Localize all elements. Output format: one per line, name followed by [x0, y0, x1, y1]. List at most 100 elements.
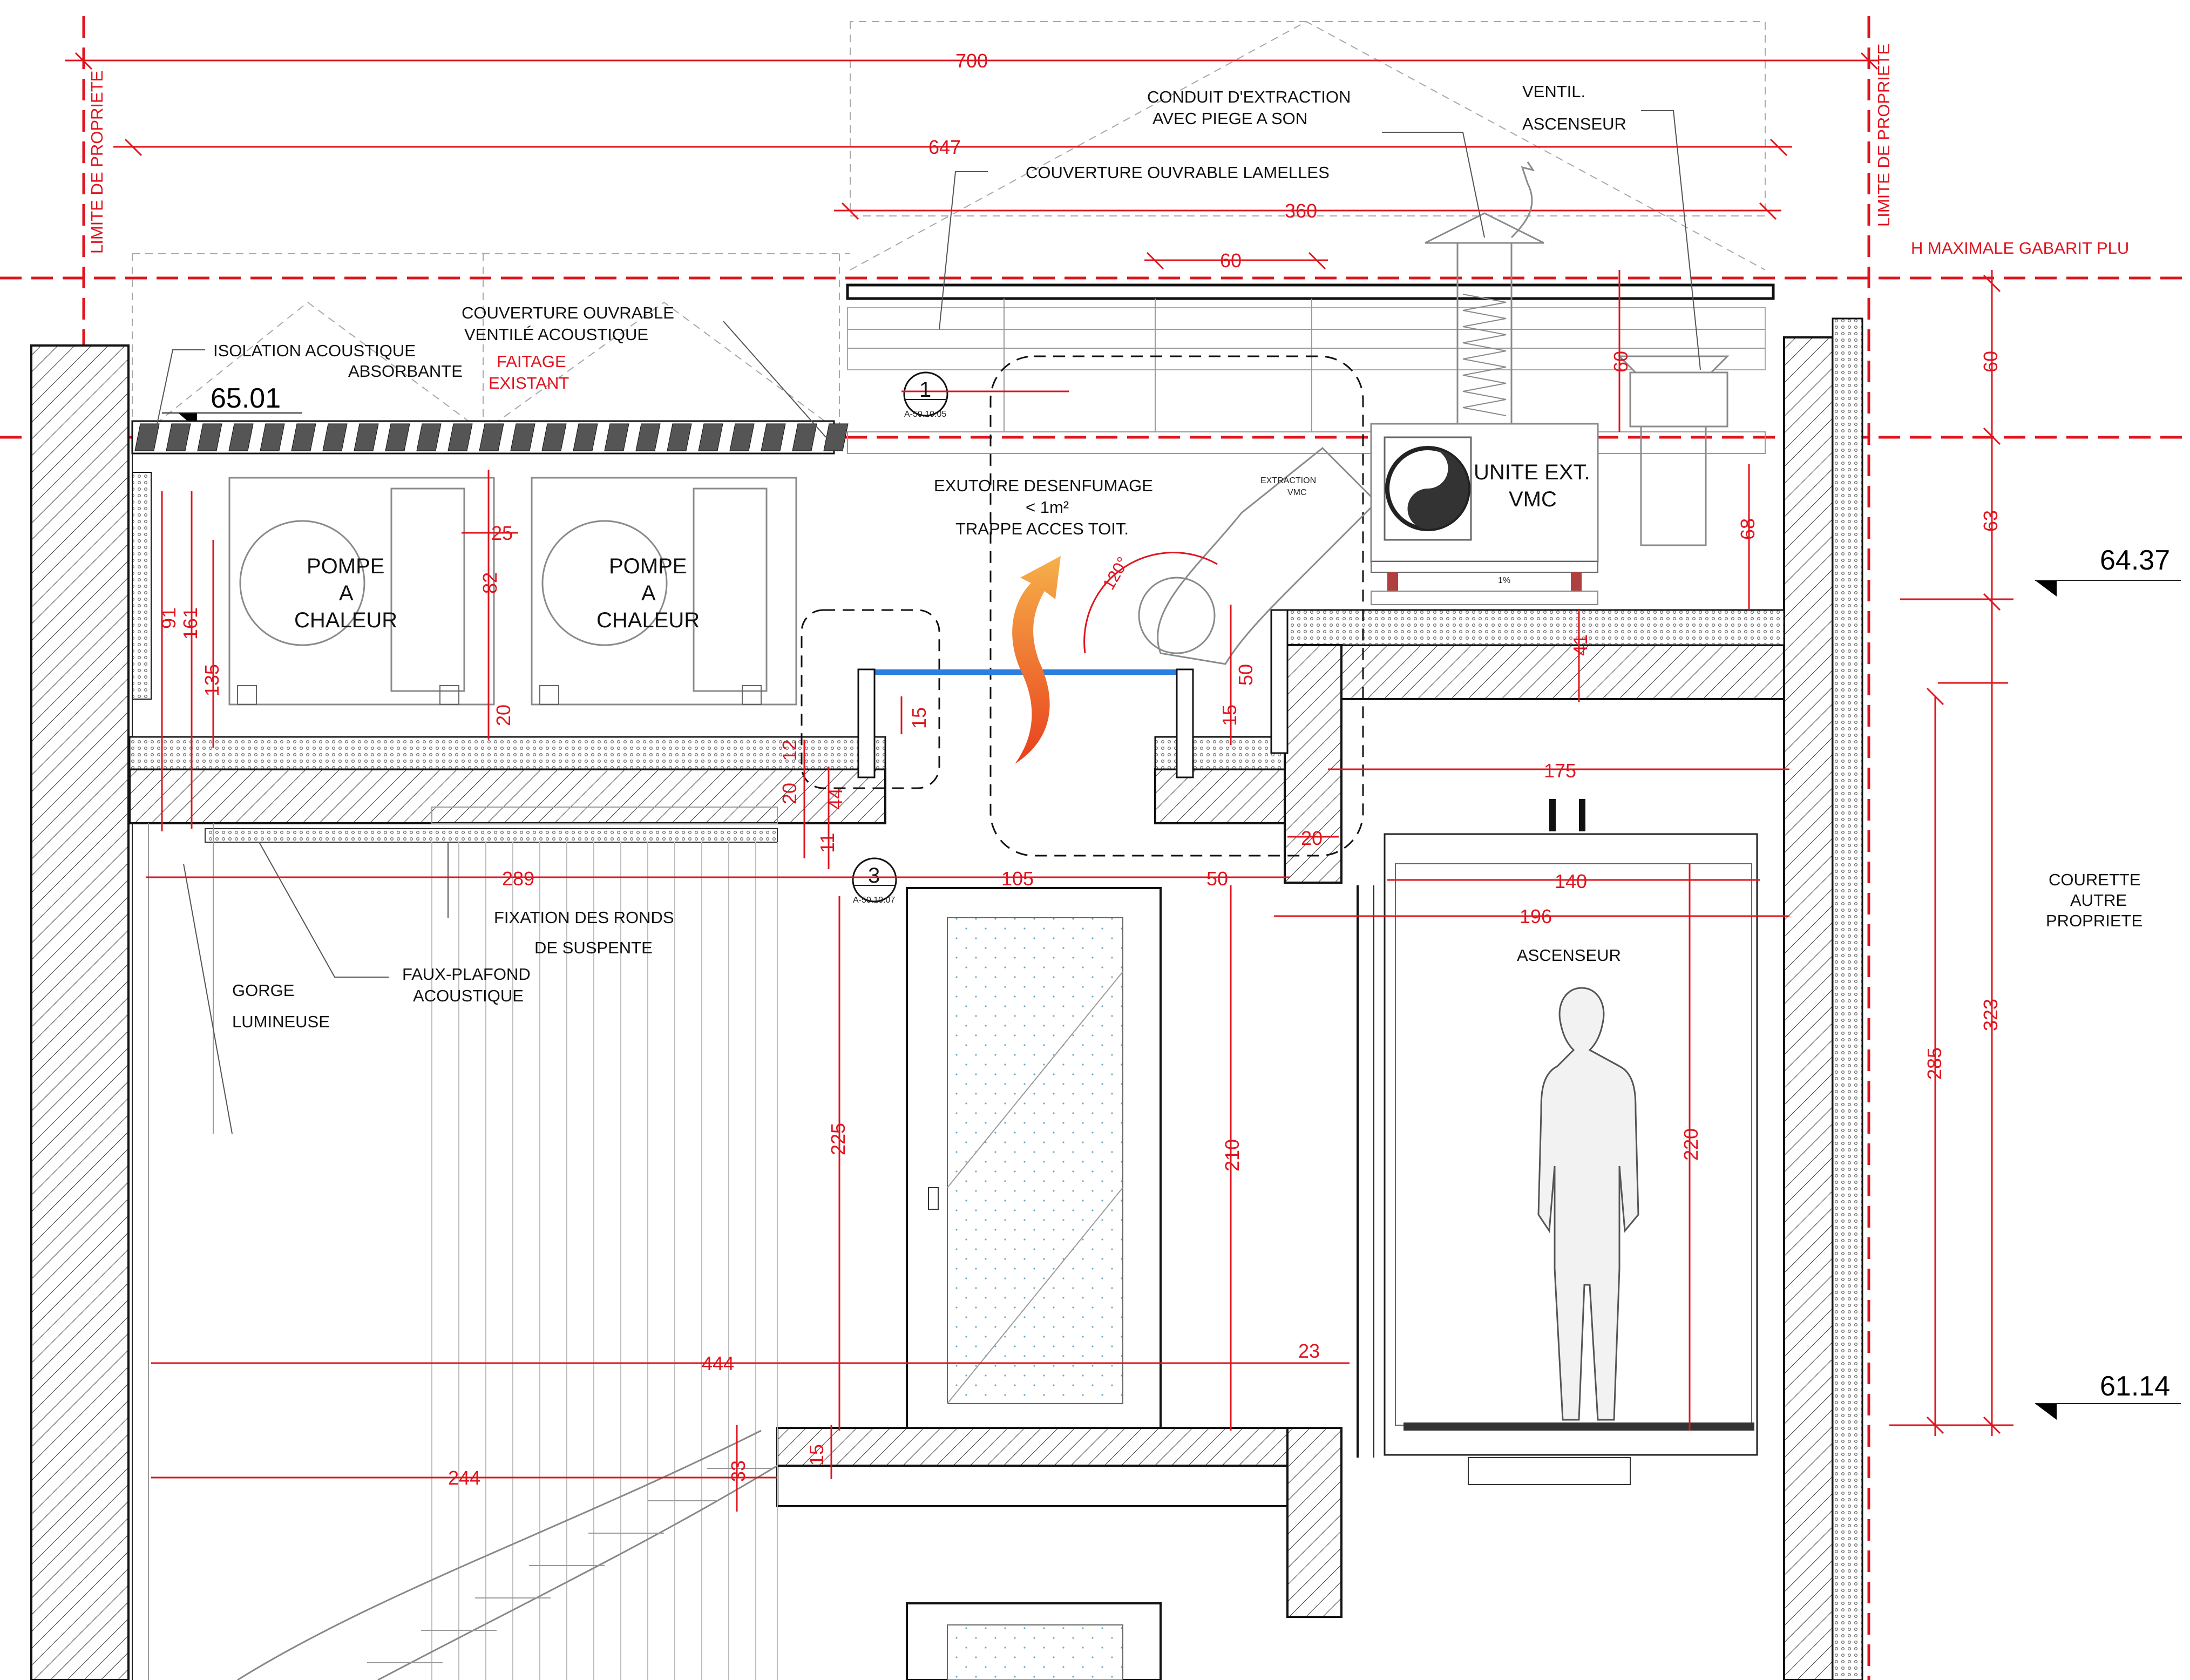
false-ceiling-line1: FAUX-PLAFOND — [402, 965, 531, 984]
exhaust-duct-line2: AVEC PIEGE A SON — [1152, 109, 1307, 128]
dim-15-a: 15 — [908, 707, 930, 729]
dim-700: 700 — [955, 50, 988, 72]
courtyard-line2: AUTRE — [2070, 891, 2127, 910]
dim-161: 161 — [179, 607, 201, 640]
smoke-arrow-icon — [1012, 556, 1061, 764]
dim-323: 323 — [1979, 999, 2002, 1031]
roof-hatch-bar — [573, 423, 598, 451]
dim-50-h: 50 — [1206, 868, 1228, 890]
heat-pump-right-line3: CHALEUR — [596, 608, 700, 632]
extraction-line2: VMC — [1287, 488, 1307, 497]
dim-20-h: 20 — [1301, 827, 1323, 849]
roof-hatch-bar — [291, 423, 316, 451]
level-61-14: 61.14 — [2100, 1371, 2170, 1402]
heat-pump-left-line2: A — [339, 581, 354, 605]
level-markers: 65.01 64.37 61.14 — [162, 383, 2181, 1420]
roof-hatch-bar — [761, 423, 786, 451]
ceiling-area — [132, 807, 778, 1680]
dim-68: 68 — [1737, 518, 1759, 540]
gorge-line2: LUMINEUSE — [232, 1012, 330, 1031]
detail-3-number: 3 — [868, 864, 880, 888]
roof-hatch-bar — [698, 423, 723, 451]
ridge-line1: FAITAGE — [497, 352, 566, 371]
gorge-line1: GORGE — [232, 981, 294, 1000]
heat-pump-right-line1: POMPE — [609, 554, 687, 578]
ridge-line2: EXISTANT — [489, 374, 569, 392]
acoustic-insulation-line1: ISOLATION ACOUSTIQUE — [213, 341, 416, 360]
existing-roof-ghost — [132, 21, 1766, 432]
detail-1-number: 1 — [919, 378, 931, 402]
property-limit-right-label: LIMITE DE PROPRIETE — [1874, 44, 1893, 227]
smoke-vent-line2: < 1m² — [1026, 498, 1069, 517]
dim-175: 175 — [1544, 760, 1576, 782]
level-65-01: 65.01 — [211, 383, 281, 414]
dim-285: 285 — [1923, 1047, 1945, 1080]
dim-220: 220 — [1680, 1128, 1702, 1161]
heat-pump-right: POMPE A CHALEUR — [531, 477, 797, 706]
dim-15-c: 15 — [805, 1444, 828, 1466]
internal-dimensions: 91 161 135 82 20 25 12 20 44 11 15 15 50… — [146, 270, 1789, 1512]
roof-hatch-bar — [510, 423, 535, 451]
dim-196: 196 — [1520, 905, 1552, 927]
exhaust-arrow-icon — [1510, 161, 1535, 239]
dim-60-top: 60 — [1220, 249, 1242, 272]
lift-label: ASCENSEUR — [1517, 946, 1621, 965]
roof-hatch-bar — [385, 423, 410, 451]
detail-1-ref: A-50.10.05 — [904, 410, 946, 419]
lift-shaft: ASCENSEUR — [1357, 799, 1758, 1485]
dim-23: 23 — [1298, 1340, 1320, 1362]
dim-135: 135 — [201, 664, 223, 696]
roof-hatch-bar — [228, 423, 254, 451]
lift-vent-line2: ASCENSEUR — [1522, 114, 1626, 133]
level-64-37: 64.37 — [2100, 545, 2170, 576]
roof-hatch-bar — [667, 423, 692, 451]
roof-hatch-bar — [354, 423, 379, 451]
max-height-label: H MAXIMALE GABARIT PLU — [1911, 239, 2129, 258]
dim-63: 63 — [1979, 510, 2002, 532]
dim-33: 33 — [727, 1460, 749, 1482]
exhaust-duct-line1: CONDUIT D'EXTRACTION — [1147, 87, 1351, 106]
dim-444: 444 — [702, 1352, 734, 1374]
detail-3-ref: A-50.10.07 — [853, 896, 895, 905]
door-upper — [906, 887, 1162, 1429]
roof-hatch-bar — [604, 423, 629, 451]
walls — [30, 317, 1863, 1680]
acoustic-insulation-line2: ABSORBANTE — [348, 362, 463, 381]
leaders — [156, 110, 1701, 1134]
dim-225: 225 — [827, 1123, 849, 1155]
smoke-vent-line3: TRAPPE ACCES TOIT. — [955, 519, 1129, 538]
dim-20-v1: 20 — [492, 704, 514, 726]
top-dimensions: 700 647 360 60 — [65, 50, 1879, 272]
vmc-line1: UNITE EXT. — [1474, 460, 1590, 484]
fixing-line1: FIXATION DES RONDS — [494, 908, 674, 927]
heat-pump-left-line1: POMPE — [307, 554, 384, 578]
roof-ventilated-line1: COUVERTURE OUVRABLE — [462, 303, 674, 322]
false-ceiling-line2: ACOUSTIQUE — [413, 986, 524, 1005]
roof-hatch-bar — [166, 423, 191, 451]
fixing-line2: DE SUSPENTE — [534, 938, 653, 957]
dim-25: 25 — [491, 522, 513, 544]
roof-hatch-bar — [729, 423, 755, 451]
extraction-line1: EXTRACTION — [1260, 476, 1316, 485]
acoustic-roof — [131, 420, 885, 737]
roof-hatch-bar — [635, 423, 661, 451]
smoke-vent: EXUTOIRE DESENFUMAGE < 1m² TRAPPE ACCES … — [801, 355, 1364, 857]
dim-360: 360 — [1285, 200, 1317, 222]
heat-pump-left-line3: CHALEUR — [294, 608, 397, 632]
annotation-labels: ISOLATION ACOUSTIQUE ABSORBANTE COUVERTU… — [213, 82, 2142, 1031]
dim-140: 140 — [1555, 870, 1587, 892]
lift-vent-line1: VENTIL. — [1522, 82, 1585, 101]
roof-hatch-bar — [448, 423, 473, 451]
vmc-unit: UNITE EXT. VMC EXTRACTION VMC 1% 120° — [1083, 161, 1730, 665]
heat-pump-right-line2: A — [641, 581, 656, 605]
dim-289: 289 — [502, 868, 534, 890]
roof-hatch-bar — [541, 423, 567, 451]
slope-label: 1% — [1498, 576, 1510, 585]
courtyard-line1: COURETTE — [2049, 870, 2141, 889]
dim-12: 12 — [778, 740, 801, 761]
dim-15-b: 15 — [1218, 704, 1240, 726]
roof-hatch-bar — [134, 423, 160, 451]
detail-marker-1: 1 A-50.10.05 — [901, 371, 1069, 419]
roof-hatch-bar — [792, 423, 817, 451]
person-silhouette-icon — [1537, 987, 1639, 1421]
